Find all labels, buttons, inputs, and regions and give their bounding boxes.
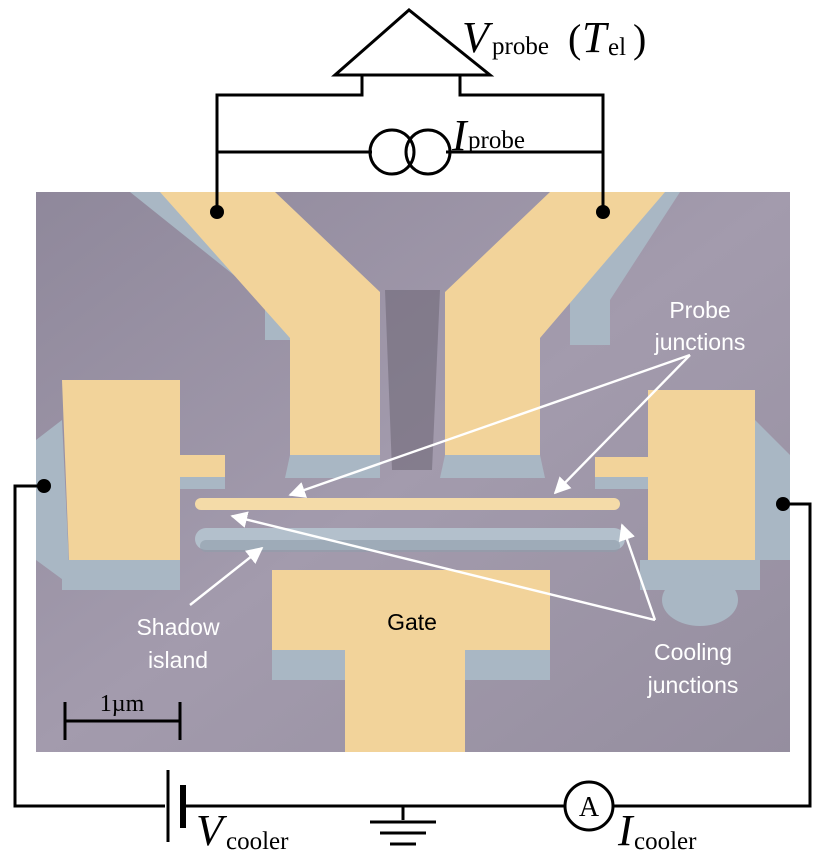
ammeter-label: A [579,792,600,823]
sem-micrograph [36,192,790,752]
cooling-arrow-right [619,523,657,621]
probe-circuit [210,8,610,219]
probe-arrow-left [288,353,691,498]
probe-arrow-right [553,354,691,495]
left-probe-electrode [160,192,380,455]
shadow-island-label-2: island [148,647,208,673]
cooler-node-left [37,479,51,493]
i-cooler-symbol: I [617,806,635,855]
voltmeter-amplifier-icon [331,8,495,77]
t-el-close-paren: ) [633,16,646,61]
center-trench [385,290,440,470]
gate-label: Gate [387,609,437,635]
bottom-right-blob [662,574,738,626]
shadow-arrow [189,546,264,606]
scale-bar: 1µm [63,691,182,740]
left-pad-shadow [62,560,180,590]
cooling-junctions-label-2: junctions [647,672,739,698]
cooler-wire-left [13,484,165,808]
gate-electrode [272,570,550,752]
v-probe-symbol: V [462,13,494,62]
cooling-arrow-left [230,511,656,622]
i-cooler-subscript: cooler [634,828,697,855]
t-el-subscript: el [608,34,626,61]
probe-junctions-label-1: Probe [669,297,730,323]
i-probe-symbol: I [451,111,469,160]
cooler-node-right [776,497,790,511]
right-cooler-pad [648,390,755,560]
probe-node-left [210,205,224,219]
annotation-arrows [189,353,691,622]
right-probe-electrode [445,192,665,455]
cooling-junctions-label-1: Cooling [654,639,732,665]
probe-junctions-label-2: junctions [654,329,746,355]
cooler-wire-right [613,502,812,808]
left-pad-side [36,420,70,585]
t-el-symbol: T [582,13,610,62]
current-source-icon-left [368,128,416,176]
v-probe-subscript: probe [492,33,549,60]
right-probe-electrode-shadow [440,455,545,478]
shadow-island-label-1: Shadow [136,614,220,640]
i-probe-subscript: probe [468,127,525,154]
right-pad-stub [595,457,648,477]
probe-wire-left-outer [215,75,364,212]
left-cooler-pad [62,380,180,585]
v-cooler-subscript: cooler [226,828,289,855]
t-el-open-paren: ( [568,16,581,61]
left-probe-electrode-shadow [285,455,380,478]
gate-shadow-left [272,650,345,680]
right-pad-side [755,420,790,560]
gate-shadow-right [465,650,550,680]
cooler-circuit [13,479,812,846]
left-pad-stub [180,455,225,477]
probe-node-right [596,205,610,219]
normal-metal-island [195,498,620,510]
ammeter-icon [563,780,615,832]
v-cooler-symbol: V [196,806,228,855]
current-source-icon-right [404,128,452,176]
scale-bar-label: 1µm [100,691,145,717]
